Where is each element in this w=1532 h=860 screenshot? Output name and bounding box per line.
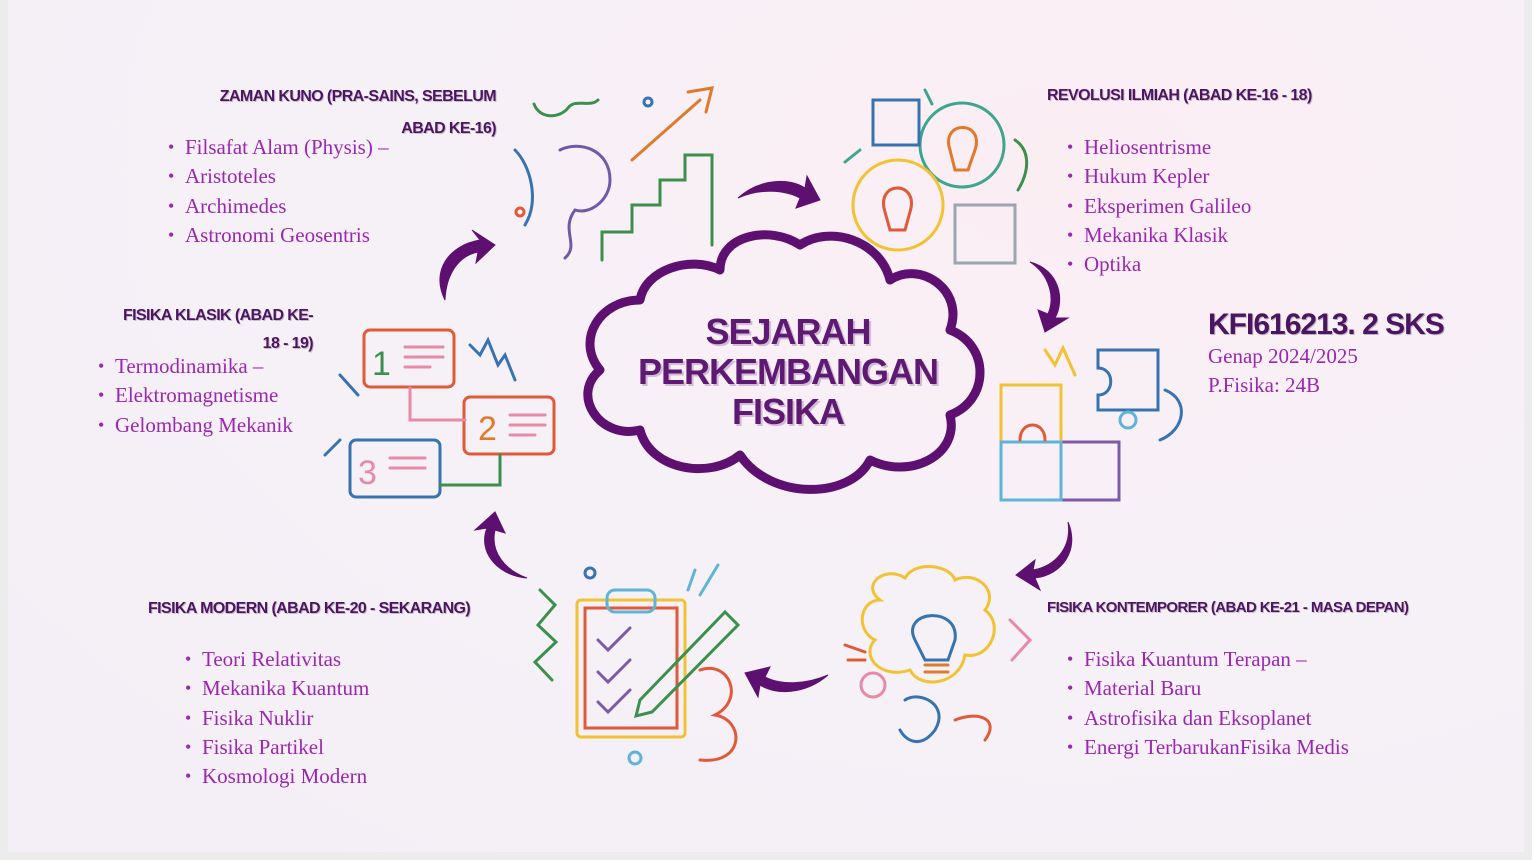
fisika-modern-heading: FISIKA MODERN (ABAD KE-20 - SEKARANG) [148, 593, 471, 625]
revolusi-ilmiah-list: Heliosentrisme Hukum Kepler Eksperimen G… [1067, 133, 1251, 280]
arrow-right-top [1029, 261, 1070, 333]
fisika-modern-list: Teori Relativitas Mekanika Kuantum Fisik… [185, 645, 369, 792]
lightbulb-ideas-icon [843, 88, 1029, 265]
arrow-top-left [439, 229, 496, 301]
list-item: Mekanika Kuantum [185, 674, 369, 704]
list-item: Archimedes [168, 192, 389, 222]
list-item: Hukum Kepler [1067, 162, 1251, 192]
stairs-growth-icon [513, 86, 715, 262]
clipboard-checklist-icon [532, 563, 741, 766]
heading-line: FISIKA MODERN (ABAD KE-20 - SEKARANG) [148, 600, 471, 617]
list-item: Termodinamika – [98, 352, 293, 382]
course-code: KFI616213. 2 SKS [1208, 308, 1445, 341]
heading-line: FISIKA KONTEMPORER (ABAD KE-21 - MASA DE… [1047, 599, 1409, 616]
numbered-list-icon [323, 328, 556, 499]
list-item: Gelombang Mekanik [98, 411, 293, 441]
slide: 1 2 3 SEJARAH PERKEMBANGAN FISIKA [8, 0, 1524, 852]
course-info: KFI616213. 2 SKS Genap 2024/2025 P.Fisik… [1208, 308, 1445, 400]
list-item: Heliosentrisme [1067, 133, 1251, 163]
list-item: Eksperimen Galileo [1067, 192, 1251, 222]
main-title: SEJARAH PERKEMBANGAN FISIKA [628, 312, 948, 432]
list-item: Astrofisika dan Eksoplanet [1067, 704, 1349, 734]
title-line: FISIKA [731, 391, 845, 432]
heading-line: REVOLUSI ILMIAH (ABAD KE-16 - 18) [1047, 87, 1312, 104]
puzzle-icon [999, 344, 1183, 502]
arrow-bottom [744, 666, 829, 699]
title-line: PERKEMBANGAN [637, 351, 939, 392]
arrow-bottom-left [473, 511, 528, 579]
list-item: Optika [1067, 250, 1251, 280]
list-item: Astronomi Geosentris [168, 221, 389, 251]
course-class: P.Fisika: 24B [1208, 373, 1321, 397]
heading-line: FISIKA KLASIK (ABAD KE- [122, 307, 314, 324]
zaman-kuno-heading: ZAMAN KUNO (PRA-SAINS, SEBELUM ABAD KE-1… [168, 81, 497, 145]
fisika-klasik-heading: FISIKA KLASIK (ABAD KE- 18 - 19) [98, 302, 314, 358]
course-semester: Genap 2024/2025 [1208, 344, 1358, 368]
list-item: Aristoteles [168, 162, 389, 192]
number-2: 2 [478, 410, 497, 448]
list-item: Kosmologi Modern [185, 762, 369, 792]
zaman-kuno-list: Filsafat Alam (Physis) – Aristoteles Arc… [168, 133, 389, 250]
heading-line: ABAD KE-16) [401, 120, 496, 137]
list-item: Fisika Nuklir [185, 704, 369, 734]
heading-line: 18 - 19) [262, 335, 314, 352]
heading-line: ZAMAN KUNO (PRA-SAINS, SEBELUM [219, 88, 497, 105]
list-item: Teori Relativitas [185, 645, 369, 675]
arrow-top [737, 174, 821, 209]
fisika-kontemporer-heading: FISIKA KONTEMPORER (ABAD KE-21 - MASA DE… [1047, 592, 1409, 624]
list-item: Elektromagnetisme [98, 381, 293, 411]
fisika-klasik-list: Termodinamika – Elektromagnetisme Gelomb… [98, 352, 293, 440]
fisika-kontemporer-list: Fisika Kuantum Terapan – Material Baru A… [1067, 645, 1349, 762]
list-item: Material Baru [1067, 674, 1349, 704]
number-3: 3 [358, 454, 377, 492]
doodle-layer: 1 2 3 [323, 86, 1183, 766]
list-item: Fisika Kuantum Terapan – [1067, 645, 1349, 675]
idea-brain-icon [843, 564, 1033, 743]
list-item: Energi TerbarukanFisika Medis [1067, 733, 1349, 763]
arrow-right-bottom [1015, 521, 1073, 592]
list-item: Mekanika Klasik [1067, 221, 1251, 251]
revolusi-ilmiah-heading: REVOLUSI ILMIAH (ABAD KE-16 - 18) [1047, 80, 1312, 112]
list-item: Filsafat Alam (Physis) – [168, 133, 389, 163]
list-item: Fisika Partikel [185, 733, 369, 763]
cloud-shape [583, 230, 985, 494]
title-line: SEJARAH [705, 311, 871, 352]
number-1: 1 [372, 345, 391, 383]
